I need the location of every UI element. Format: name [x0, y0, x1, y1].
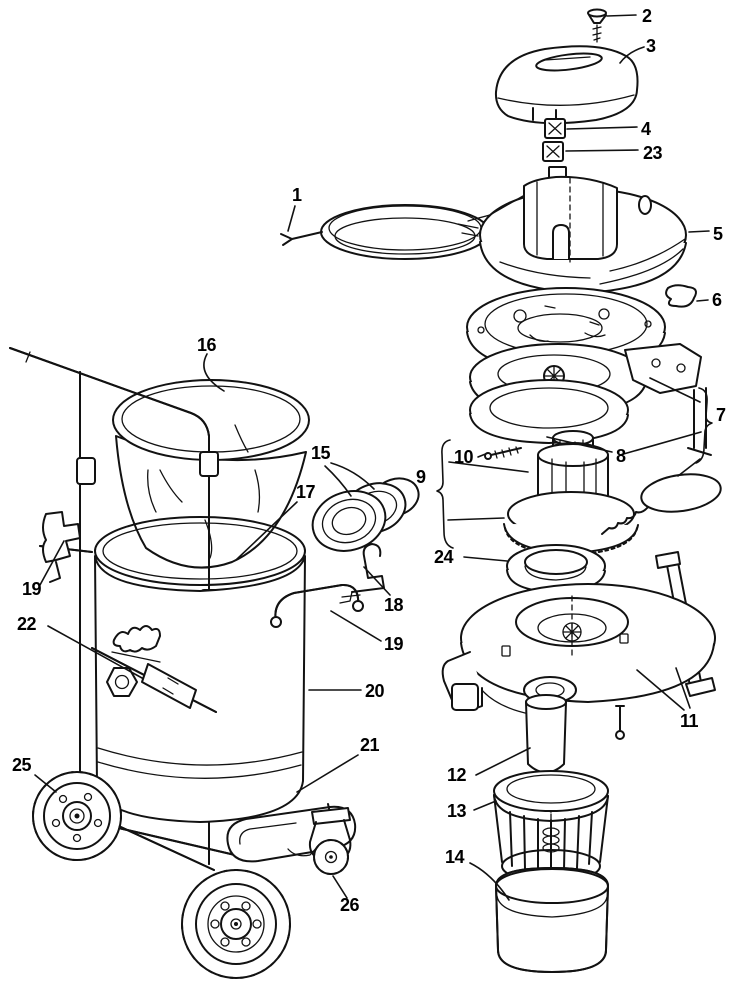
- part-number: 6: [712, 290, 722, 310]
- part-number: 15: [311, 443, 331, 463]
- callout-1: 1: [287, 185, 303, 232]
- lid-screw: [587, 8, 607, 43]
- callout-9: 9: [416, 439, 529, 549]
- callout-5: 5: [688, 224, 724, 244]
- part-number: 8: [616, 446, 626, 466]
- callout-12: 12: [447, 747, 531, 785]
- callout-3: 3: [619, 36, 657, 64]
- rear-wheel: [32, 771, 122, 861]
- part-number: 10: [454, 447, 474, 467]
- part-number: 13: [447, 801, 467, 821]
- cord-bracket: [339, 543, 385, 604]
- part-number: 18: [384, 595, 404, 615]
- motor-screw: [484, 446, 522, 460]
- caster-wheel: [308, 803, 352, 875]
- callout-24: 24: [434, 547, 508, 567]
- callout-16: 16: [197, 335, 225, 392]
- filter-cage: [493, 770, 609, 883]
- callout-14: 14: [445, 847, 510, 901]
- part-number: 21: [360, 735, 380, 755]
- callout-13: 13: [447, 800, 497, 821]
- tank-hardware: [91, 625, 217, 713]
- callout-7: 7: [619, 377, 727, 477]
- part-number: 14: [445, 847, 465, 867]
- tank-handle: [270, 583, 364, 628]
- part-number: 12: [447, 765, 467, 785]
- part-number: 22: [17, 614, 37, 634]
- switch-button: [544, 118, 566, 139]
- part-number: 26: [340, 895, 360, 915]
- callout-19-left: 19: [22, 540, 65, 599]
- part-number: 25: [12, 755, 32, 775]
- callout-18: 18: [363, 566, 404, 615]
- callout-15: 15: [311, 443, 375, 497]
- callout-26: 26: [332, 875, 360, 915]
- outlet-tube: [525, 694, 567, 774]
- callout-21: 21: [296, 735, 380, 793]
- callout-11: 11: [636, 667, 699, 731]
- callout-19-right: 19: [330, 610, 404, 654]
- filter-bag: [112, 379, 310, 569]
- callout-10: 10: [454, 447, 489, 467]
- part-number: 23: [643, 143, 663, 163]
- tank: [94, 516, 306, 823]
- callout-6: 6: [696, 290, 723, 310]
- part-number: 9: [416, 467, 426, 487]
- callout-23: 23: [565, 143, 663, 163]
- callout-25: 25: [12, 755, 57, 793]
- hose-coupling: [311, 477, 420, 552]
- callout-20: 20: [308, 681, 385, 701]
- callout-4: 4: [566, 119, 652, 139]
- part-number: 20: [365, 681, 385, 701]
- callout-8: 8: [546, 436, 627, 466]
- part-number: 24: [434, 547, 454, 567]
- part-number: 2: [642, 6, 652, 26]
- motor-cover-dome: [494, 45, 639, 125]
- part-number: 1: [292, 185, 302, 205]
- latch-knob: [106, 667, 138, 697]
- motor-assembly: [503, 430, 639, 556]
- part-number: 11: [680, 711, 699, 731]
- motor-cover: [457, 175, 687, 294]
- part-number: 17: [296, 482, 316, 502]
- part-number: 19: [384, 634, 404, 654]
- callout-2: 2: [606, 6, 653, 26]
- front-wheel: [181, 869, 291, 979]
- part-number: 4: [641, 119, 651, 139]
- foam-filter: [495, 867, 609, 973]
- part-number: 16: [197, 335, 217, 355]
- part-number: 19: [22, 579, 42, 599]
- callout-22: 22: [17, 614, 143, 679]
- float-bracket-assembly: [624, 343, 712, 456]
- part-number: 5: [713, 224, 723, 244]
- tank-latch: [39, 511, 93, 583]
- motor-gasket: [469, 379, 629, 444]
- foam-seal: [506, 544, 606, 593]
- part-number: 3: [646, 36, 656, 56]
- cover-clip: [665, 284, 697, 308]
- callout-17: 17: [235, 482, 316, 561]
- part-number: 7: [716, 405, 726, 425]
